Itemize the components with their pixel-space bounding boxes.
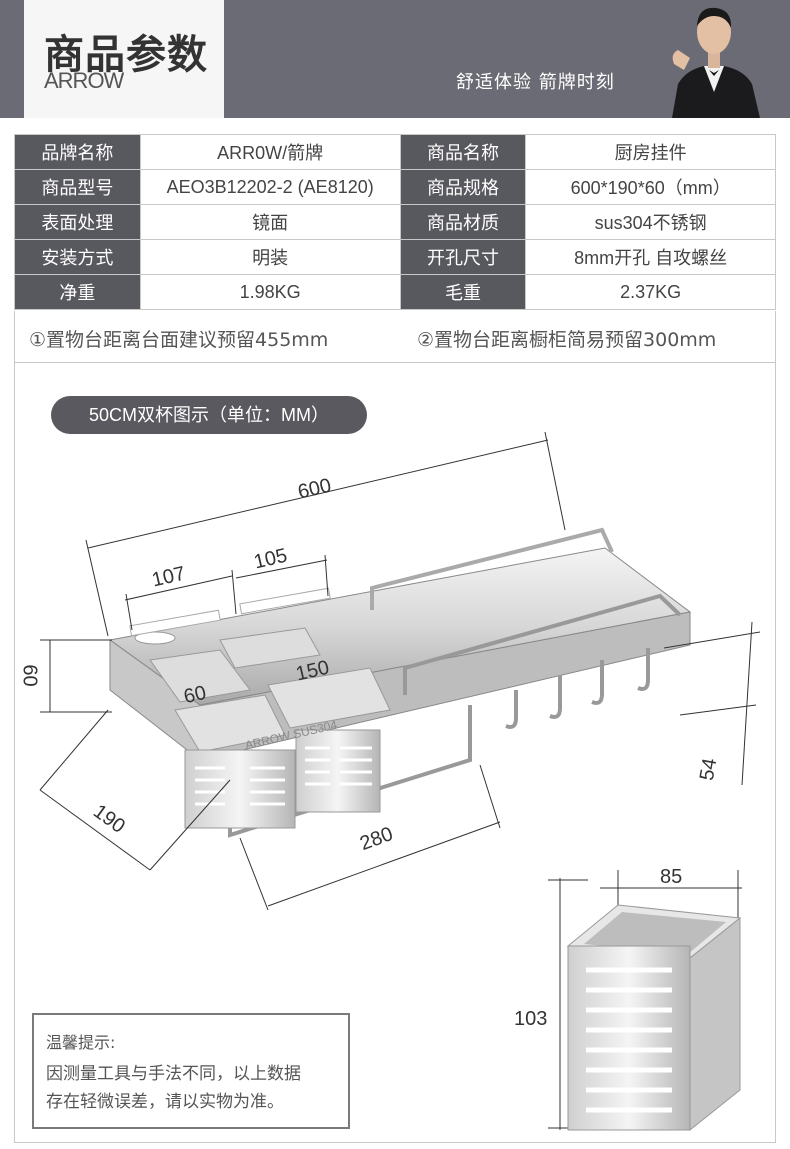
shelf-rack bbox=[108, 527, 692, 838]
table-row: 品牌名称 ARR0W/箭牌 商品名称 厨房挂件 bbox=[14, 134, 776, 170]
spec-key: 商品名称 bbox=[399, 134, 527, 170]
dim-single-cup-height: 103 bbox=[514, 1008, 548, 1030]
slogan: 舒适体验 箭牌时刻 bbox=[456, 72, 615, 93]
table-row: 商品型号 AEO3B12202-2 (AE8120) 商品规格 600*190*… bbox=[14, 169, 776, 205]
spec-key: 表面处理 bbox=[14, 204, 141, 240]
spec-value: 镜面 bbox=[139, 204, 401, 240]
header-banner: 商品参数 ARROW 舒适体验 箭牌时刻 bbox=[0, 0, 790, 118]
table-row: 表面处理 镜面 商品材质 sus304不锈钢 bbox=[14, 204, 776, 240]
spec-key: 净重 bbox=[14, 274, 141, 310]
spec-value: ARR0W/箭牌 bbox=[139, 134, 401, 170]
spec-key: 商品规格 bbox=[399, 169, 527, 205]
tip-box: 温馨提示: 因测量工具与手法不同，以上数据 存在轻微误差，请以实物为准。 bbox=[32, 1013, 350, 1129]
spec-value: sus304不锈钢 bbox=[525, 204, 776, 240]
spokesperson-image bbox=[672, 7, 760, 118]
spec-key: 毛重 bbox=[399, 274, 527, 310]
dim-single-cup-width: 85 bbox=[660, 866, 683, 888]
brand-subtitle: ARROW bbox=[44, 68, 124, 93]
tip-line: 因测量工具与手法不同，以上数据 bbox=[46, 1064, 301, 1084]
spec-value: 1.98KG bbox=[139, 274, 401, 310]
spec-key: 商品型号 bbox=[14, 169, 141, 205]
spec-table: 品牌名称 ARR0W/箭牌 商品名称 厨房挂件 商品型号 AEO3B12202-… bbox=[14, 134, 776, 310]
note-countertop-distance: ①置物台距离台面建议预留455mm bbox=[29, 329, 329, 351]
spec-value: 厨房挂件 bbox=[525, 134, 776, 170]
dimension-lines bbox=[39, 431, 761, 1130]
title-card: 商品参数 ARROW bbox=[24, 0, 224, 118]
spec-key: 品牌名称 bbox=[14, 134, 141, 170]
dim-hook: 54 bbox=[695, 756, 722, 783]
spec-key: 安装方式 bbox=[14, 239, 141, 275]
spec-key: 商品材质 bbox=[399, 204, 527, 240]
dim-cup-depth: 60 bbox=[181, 681, 209, 709]
tip-line: 存在轻微误差，请以实物为准。 bbox=[46, 1092, 284, 1112]
installation-notes: ①置物台距离台面建议预留455mm ②置物台距离橱柜简易预留300mm bbox=[14, 311, 776, 363]
spec-value: 600*190*60（mm） bbox=[525, 169, 776, 205]
cup-holders bbox=[149, 627, 391, 829]
tip-title: 温馨提示: bbox=[46, 1033, 116, 1052]
page-title: 商品参数 bbox=[44, 32, 208, 78]
single-cup-image bbox=[566, 904, 742, 1132]
dim-height: 60 bbox=[18, 664, 41, 687]
table-row: 净重 1.98KG 毛重 2.37KG bbox=[14, 274, 776, 310]
note-cabinet-distance: ②置物台距离橱柜简易预留300mm bbox=[417, 329, 717, 351]
diagram-caption: 50CM双杯图示（单位：MM） bbox=[51, 396, 367, 434]
diagram-frame bbox=[14, 363, 776, 1143]
spec-value: AEO3B12202-2 (AE8120) bbox=[139, 169, 401, 205]
spec-value: 2.37KG bbox=[525, 274, 776, 310]
